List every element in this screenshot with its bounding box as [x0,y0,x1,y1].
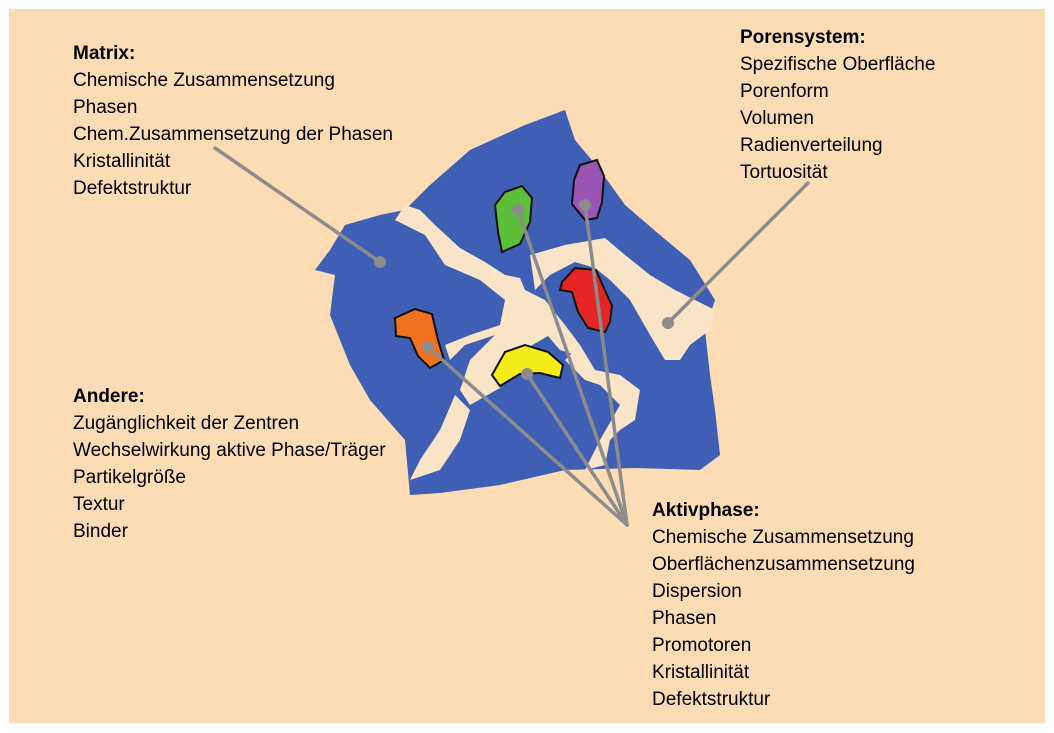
aktivphase-item: Kristallinität [652,659,915,686]
matrix-title: Matrix: [73,40,393,67]
aktivphase-item: Phasen [652,605,915,632]
porensystem-item: Porenform [740,78,935,105]
aktivphase-item: Oberflächenzusammensetzung [652,551,915,578]
andere-title: Andere: [73,383,386,410]
matrix-item: Chem.Zusammensetzung der Phasen [73,121,393,148]
matrix-item: Kristallinität [73,148,393,175]
matrix-label-block: Matrix: Chemische Zusammensetzung Phasen… [73,40,393,202]
porensystem-item: Spezifische Oberfläche [740,51,935,78]
andere-item: Zugänglichkeit der Zentren [73,410,386,437]
porensystem-item: Radienverteilung [740,132,935,159]
pointer-dot-green [512,204,524,216]
pointer-dot-orange [422,341,434,353]
porensystem-title: Porensystem: [740,24,935,51]
porensystem-item: Volumen [740,105,935,132]
matrix-item: Defektstruktur [73,175,393,202]
aktivphase-title: Aktivphase: [652,497,915,524]
pointer-dot-purple [579,199,591,211]
andere-item: Wechselwirkung aktive Phase/Träger [73,437,386,464]
andere-item: Textur [73,491,386,518]
pointer-dot-pore [662,317,674,329]
aktivphase-item: Promotoren [652,632,915,659]
andere-item: Partikelgröße [73,464,386,491]
leader-line-porensystem [668,183,808,323]
porensystem-label-block: Porensystem: Spezifische Oberfläche Pore… [740,24,935,186]
aktivphase-item: Dispersion [652,578,915,605]
porensystem-item: Tortuosität [740,159,935,186]
aktivphase-label-block: Aktivphase: Chemische Zusammensetzung Ob… [652,497,915,713]
aktivphase-item: Defektstruktur [652,686,915,713]
andere-item: Binder [73,518,386,545]
matrix-item: Phasen [73,94,393,121]
andere-label-block: Andere: Zugänglichkeit der Zentren Wechs… [73,383,386,545]
pointer-dot-matrix [374,256,386,268]
matrix-item: Chemische Zusammensetzung [73,67,393,94]
pointer-dot-yellow [521,368,533,380]
aktivphase-item: Chemische Zusammensetzung [652,524,915,551]
